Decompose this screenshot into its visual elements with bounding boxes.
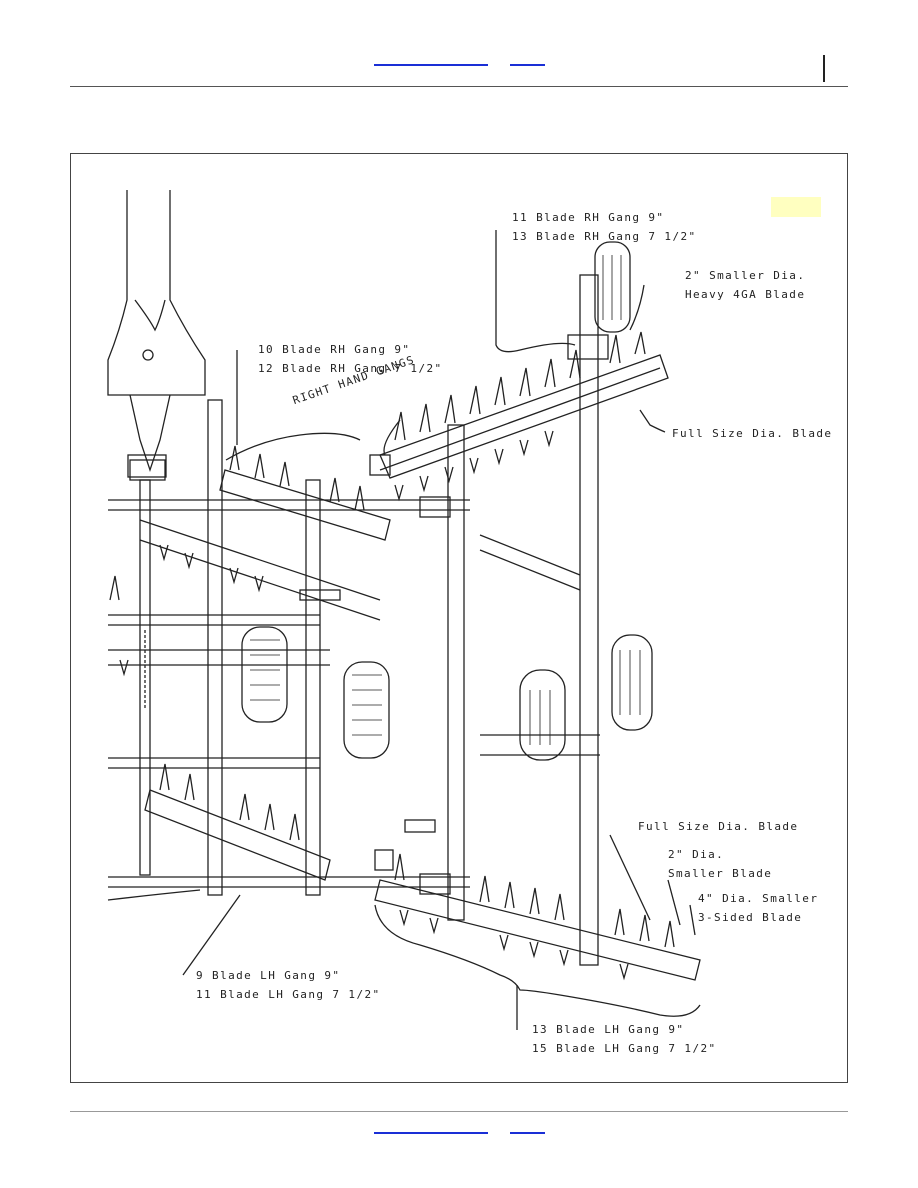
highlight-box: [771, 197, 821, 217]
label-four-inch-smaller: 4" Dia. Smaller 3-Sided Blade: [698, 892, 819, 924]
lh-gang-frame-1: [144, 789, 331, 881]
figure-frame: [70, 153, 848, 1083]
wheel-4: [611, 634, 653, 731]
wheel-3: [519, 669, 566, 761]
lh-blades: [109, 575, 675, 981]
footer-link-right[interactable]: [510, 1132, 545, 1134]
wheel-1: [241, 626, 288, 723]
footer-link-left[interactable]: [374, 1132, 488, 1134]
label-lh-gang-outer: 13 Blade LH Gang 9" 15 Blade LH Gang 7 1…: [532, 1023, 717, 1055]
label-rh-gang-outer: 11 Blade RH Gang 9" 13 Blade RH Gang 7 1…: [512, 211, 697, 243]
rh-outer-blades: [394, 331, 646, 502]
lh-gang-frame-2: [374, 879, 701, 981]
rh-gang-inner-frame: [219, 469, 391, 541]
hitch-tongue: [107, 190, 206, 396]
label-lh-gang-inner: 9 Blade LH Gang 9" 11 Blade LH Gang 7 1/…: [196, 969, 381, 1001]
header-link-left[interactable]: [374, 64, 488, 66]
label-smaller-dia-heavy: 2" Smaller Dia. Heavy 4GA Blade: [685, 269, 806, 301]
label-full-size-top: Full Size Dia. Blade: [672, 427, 833, 440]
label-two-inch-smaller: 2" Dia. Smaller Blade: [668, 848, 773, 880]
frame-tube-3: [305, 479, 321, 896]
wheel-2: [343, 661, 390, 759]
header-rule: [70, 86, 848, 87]
footer-rule: [70, 1111, 848, 1112]
label-full-size-bottom: Full Size Dia. Blade: [638, 820, 799, 833]
rh-gang-outer-frame: [379, 354, 669, 479]
wheel-top: [594, 241, 631, 333]
label-rh-gang-inner: 10 Blade RH Gang 9" 12 Blade RH Gang 7 1…: [258, 343, 443, 375]
header-link-right[interactable]: [510, 64, 545, 66]
header-page-marker: [823, 55, 825, 82]
frame-tube-right: [579, 274, 599, 966]
frame-tube-2: [207, 399, 223, 896]
rh-inner-blades: [159, 445, 365, 593]
